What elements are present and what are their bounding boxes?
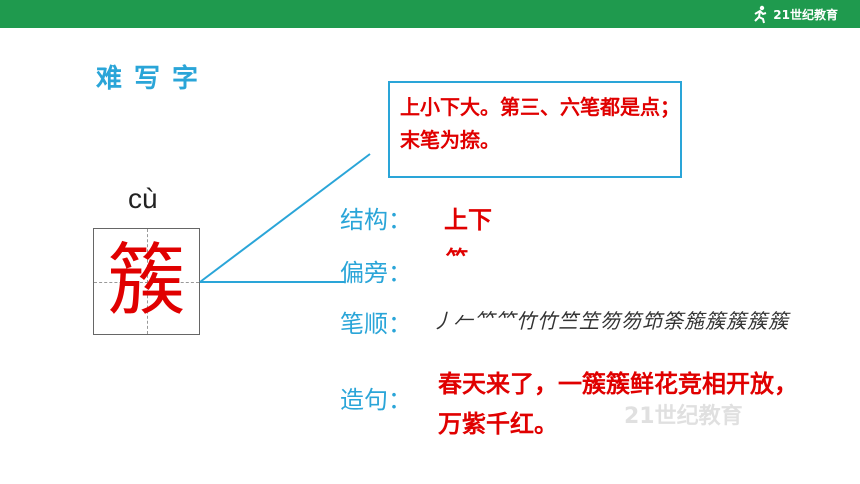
- stroke-step: 簇: [747, 309, 767, 333]
- stroke-step: 簇: [768, 309, 788, 333]
- stroke-step: 箷: [684, 309, 704, 333]
- stroke-step: 笻: [642, 309, 662, 333]
- grid-vertical-guide: [147, 229, 148, 334]
- stroke-step: 笁: [579, 309, 599, 333]
- target-character: 簇: [107, 236, 186, 326]
- radical-value: ⺮: [446, 248, 469, 273]
- stroke-step: 笏: [600, 309, 620, 333]
- stroke-order-label: 笔顺：: [340, 310, 412, 338]
- explanation-callout: 上小下大。第三、六笔都是点；末笔为捺。: [388, 81, 682, 178]
- watermark-text: 21世纪教育: [624, 404, 743, 429]
- stroke-step: ⺮: [495, 309, 515, 333]
- logo-text: 21世纪教育: [773, 7, 838, 22]
- character-grid: 簇: [93, 228, 200, 335]
- stroke-step: 丿: [432, 309, 452, 333]
- stroke-step: 筡: [663, 309, 683, 333]
- callout-text: 上小下大。第三、六笔都是点；末笔为捺。: [400, 95, 680, 152]
- grid-horizontal-guide: [94, 282, 199, 283]
- stroke-step: 簇: [705, 309, 725, 333]
- stroke-step: 竺: [558, 309, 578, 333]
- stroke-step: 簇: [726, 309, 746, 333]
- structure-label: 结构：: [340, 206, 412, 234]
- pinyin-label: cù: [128, 183, 158, 214]
- stroke-step: 竹: [537, 309, 557, 333]
- stroke-step: 笏: [621, 309, 641, 333]
- stroke-step: 竹: [516, 309, 536, 333]
- radical-label: 偏旁：: [340, 259, 412, 287]
- page-title: 难写字: [96, 64, 211, 94]
- structure-value: 上下: [444, 206, 492, 234]
- top-bar: 21世纪教育: [0, 0, 860, 28]
- watermark: 21世纪教育: [624, 398, 743, 430]
- stroke-step: ⺮: [474, 309, 494, 333]
- runner-icon: [754, 5, 767, 24]
- example-sentence: 春天来了，一簇簇鲜花竞相开放，万紫千红。: [438, 370, 798, 438]
- stroke-order-sequence: 丿 𠂉 ⺮ ⺮ 竹 竹 竺 笁 笏 笏 笻 筡 箷 簇 簇 簇 簇: [432, 294, 807, 334]
- brand-logo: 21世纪教育: [750, 3, 838, 25]
- stroke-step: 𠂉: [453, 309, 473, 333]
- sentence-label: 造句：: [340, 386, 412, 414]
